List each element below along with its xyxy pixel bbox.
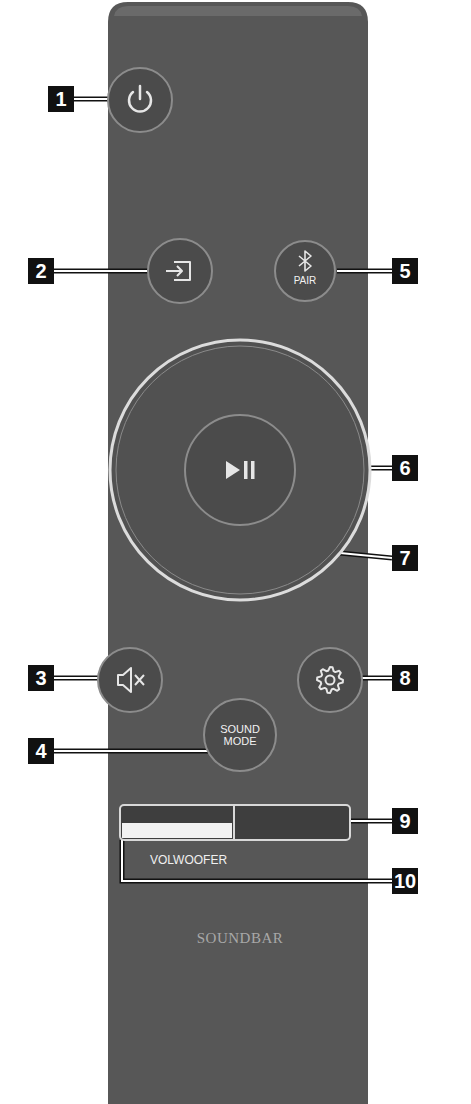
power-button [108,68,172,132]
ir-window [114,6,362,16]
brand-text: SOUNDBAR [197,930,284,947]
sound-mode-button: SOUND MODE [202,697,278,773]
callout-number: 2 [28,258,54,284]
navigation-ring-inner [116,346,364,594]
navigation-ring [110,340,370,600]
rocker-highlight [122,823,232,838]
callout-number: 9 [392,808,418,834]
callout-number: 6 [392,455,418,481]
callout-number: 4 [28,738,54,764]
button-text: SOUND MODE [213,697,267,747]
leader-lines [54,99,392,881]
settings-button [298,648,362,712]
power-icon [129,86,151,111]
button-outline [273,239,337,303]
mute-icon [118,668,144,692]
play-pause-icon [226,461,255,479]
volume-woofer-rocker [120,805,350,840]
callout-number: 10 [392,868,418,894]
callout-number: 5 [392,258,418,284]
callout-number: 8 [392,665,418,691]
input-button [148,239,212,303]
play-button [185,415,295,525]
button-text: PAIR [273,239,337,287]
callout-number: 3 [28,665,54,691]
input-icon [166,262,190,280]
bluetooth-icon [299,251,311,271]
callout-number: 1 [48,86,74,112]
mute-button [98,648,162,712]
gear-icon [317,667,343,693]
rocker-divider [233,806,235,839]
callout-number: 7 [392,545,418,571]
button-circle [275,241,335,301]
button-label: VOLWOOFER [150,853,227,867]
pair-button: PAIR [273,239,337,303]
